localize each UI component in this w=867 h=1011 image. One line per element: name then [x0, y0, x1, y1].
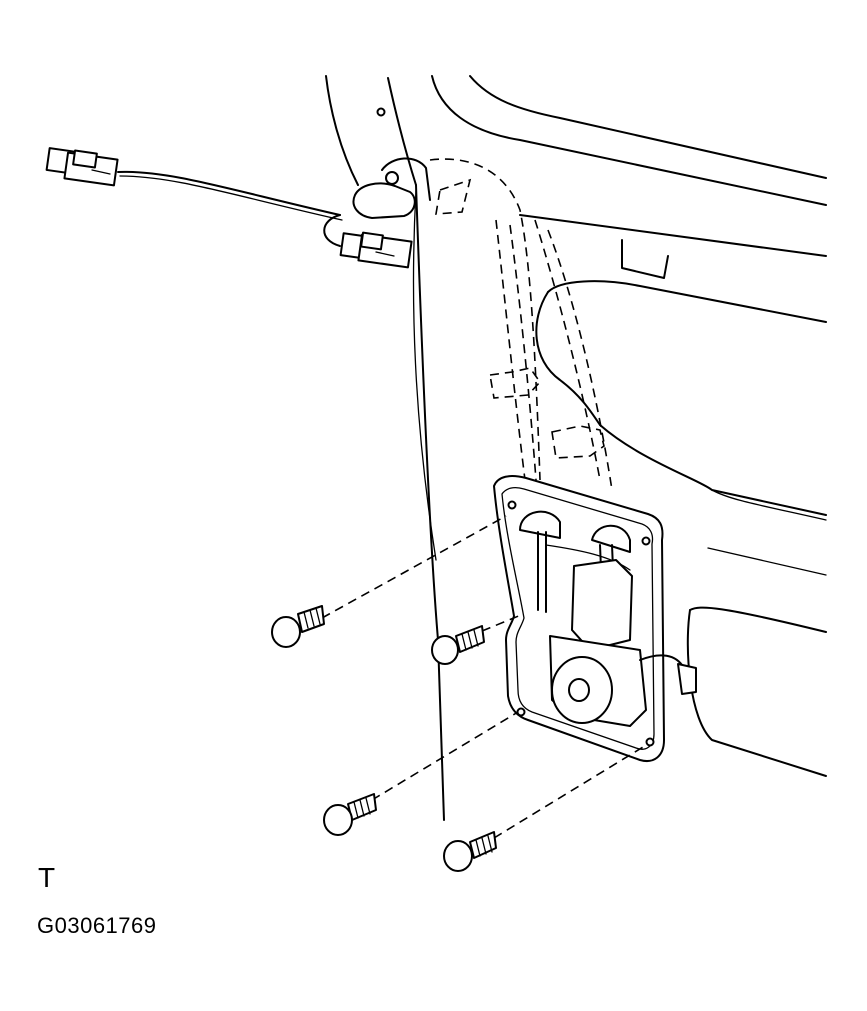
- wire-harness: [117, 170, 343, 247]
- bolt-4: [443, 831, 497, 872]
- regulator-rails: [429, 158, 613, 491]
- bolt-1: [271, 605, 325, 648]
- connector-upper-left: [45, 147, 119, 187]
- bolt-2: [431, 625, 485, 665]
- door-panel-outline: [325, 75, 827, 821]
- hinge-bracket: [352, 157, 431, 219]
- regulator-motor: [549, 559, 697, 727]
- bolt-3: [323, 793, 377, 836]
- figure-code: G03061769: [37, 913, 157, 938]
- view-letter: T: [38, 862, 56, 893]
- connector-middle: [339, 231, 413, 269]
- bolt-leaders: [321, 515, 649, 839]
